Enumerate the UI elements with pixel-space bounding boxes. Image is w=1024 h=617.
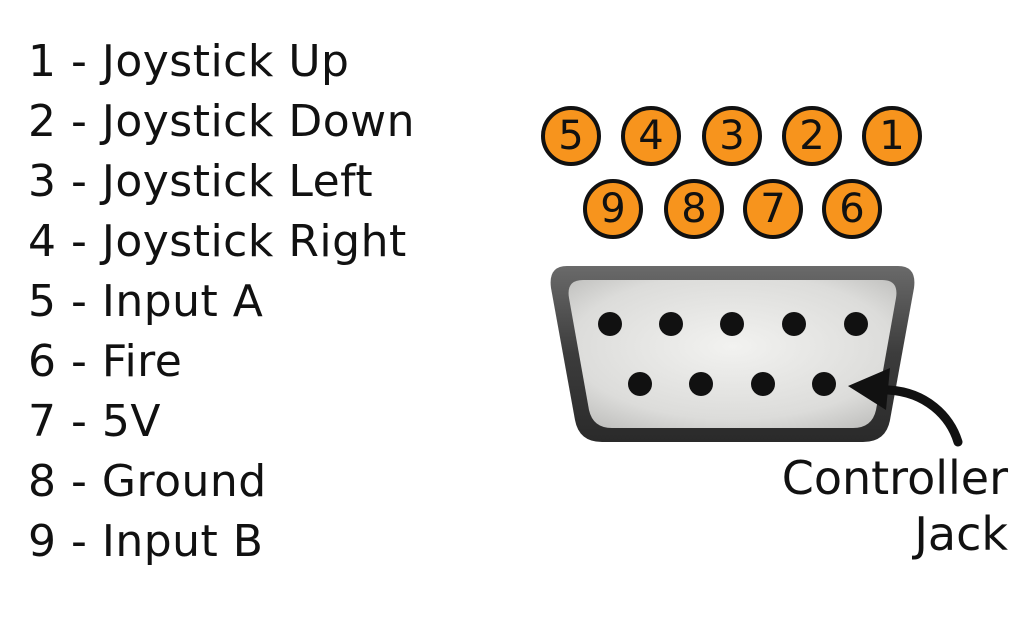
pin-item-1: 1 - Joystick Up (28, 36, 350, 87)
pin-item-8: 8 - Ground (28, 456, 267, 507)
connector-pin-holes (598, 312, 868, 396)
pin-hole-7 (751, 372, 775, 396)
pin-item-7: 7 - 5V (28, 396, 161, 447)
pin-badge-2: 2 (782, 106, 842, 166)
db9-connector-illustration (550, 266, 915, 442)
pin-item-3: 3 - Joystick Left (28, 156, 374, 207)
pin-item-2: 2 - Joystick Down (28, 96, 416, 147)
pin-badge-3: 3 (702, 106, 762, 166)
pin-badge-6: 6 (822, 179, 882, 239)
pin-hole-4 (659, 312, 683, 336)
controller-jack-label: Controller Jack (782, 450, 1008, 562)
controller-label-line-2: Jack (914, 507, 1008, 561)
pin-item-9: 9 - Input B (28, 516, 264, 567)
pin-badge-8: 8 (664, 179, 724, 239)
pin-item-5: 5 - Input A (28, 276, 264, 327)
pin-hole-2 (782, 312, 806, 336)
pin-badge-1: 1 (862, 106, 922, 166)
pin-badge-5: 5 (541, 106, 601, 166)
arrow-pointer-icon (848, 368, 963, 447)
pin-hole-9 (628, 372, 652, 396)
pin-hole-8 (689, 372, 713, 396)
pin-hole-1 (844, 312, 868, 336)
pin-item-4: 4 - Joystick Right (28, 216, 407, 267)
pin-hole-5 (598, 312, 622, 336)
pin-item-6: 6 - Fire (28, 336, 183, 387)
controller-label-line-1: Controller (781, 451, 1008, 505)
pin-hole-3 (720, 312, 744, 336)
pin-badge-7: 7 (743, 179, 803, 239)
pin-hole-6 (812, 372, 836, 396)
pin-badge-4: 4 (621, 106, 681, 166)
pin-badge-9: 9 (583, 179, 643, 239)
pin-list: 1 - Joystick Up 2 - Joystick Down 3 - Jo… (28, 32, 415, 572)
